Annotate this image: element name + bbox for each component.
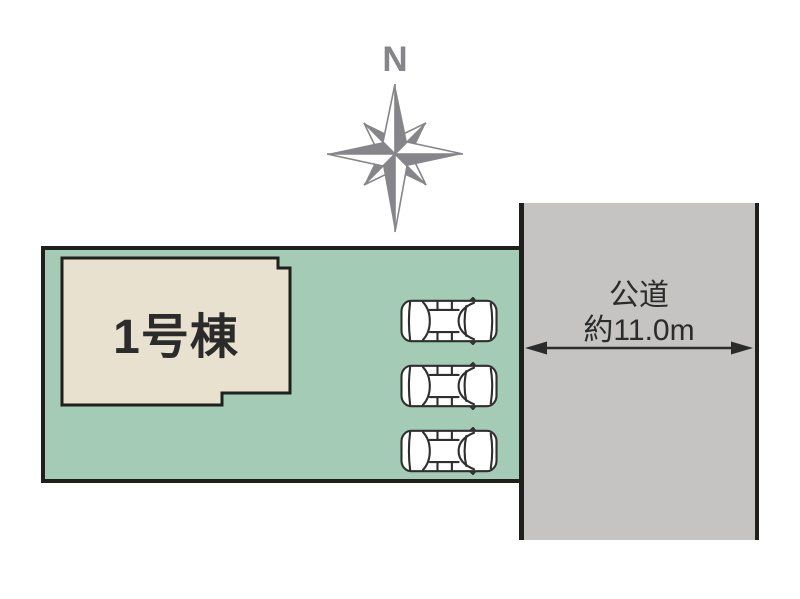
road-width-arrow: [525, 341, 753, 355]
building-footprint: [60, 256, 292, 407]
road-width-label: 約11.0m: [583, 314, 695, 347]
road-labels: 公道 約11.0m: [519, 278, 759, 348]
compass-north-label: N: [382, 40, 408, 79]
public-road-area: [519, 203, 759, 540]
car-icon: [400, 362, 498, 410]
building-label: 1号棟: [113, 310, 239, 364]
car-icon: [400, 297, 498, 345]
car-icon: [400, 427, 498, 475]
compass-rose-icon: [326, 83, 464, 233]
road-name-label: 公道: [609, 279, 669, 312]
